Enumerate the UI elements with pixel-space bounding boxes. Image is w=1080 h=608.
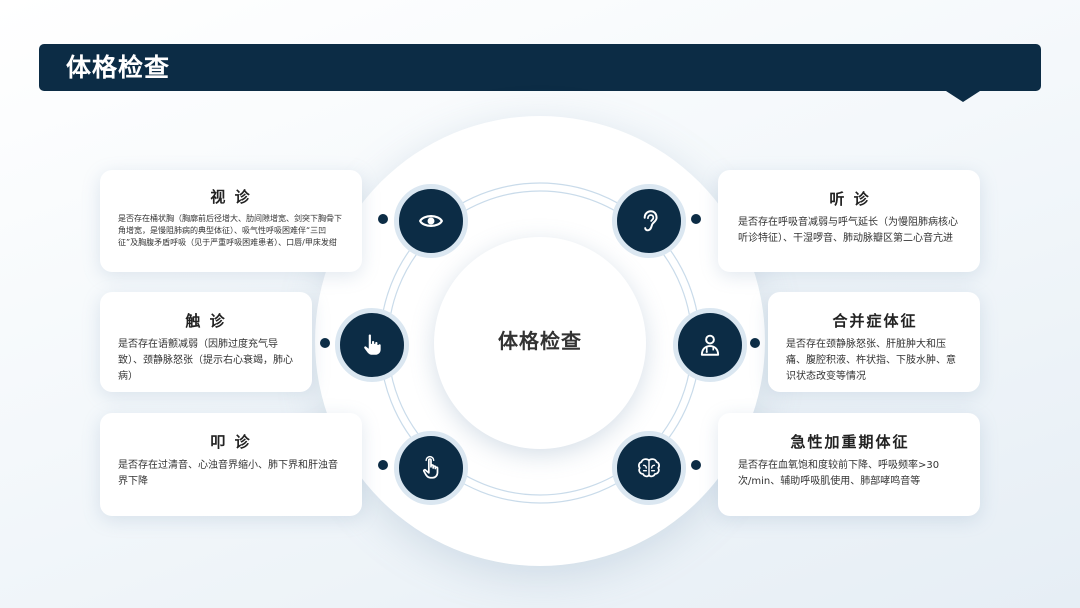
card-body: 是否存在语颤减弱（因肺过度充气导致）、颈静脉怒张（提示右心衰竭，肺心病） (118, 339, 293, 382)
center-title: 体格检查 (498, 329, 582, 353)
card-title: 急性加重期体征 (790, 433, 910, 451)
connector-dot-percussion (378, 460, 388, 470)
brain-icon (638, 458, 660, 478)
card-title: 听 诊 (829, 190, 871, 208)
connector-dot-auscultation (691, 214, 701, 224)
eye-icon (418, 215, 444, 227)
connector-dot-palpation (320, 338, 330, 348)
card-inspection: 视 诊 是否存在桶状胸（胸廓前后径增大、肋间隙增宽、剑突下胸骨下角增宽，是慢阻肺… (100, 170, 362, 272)
page-title: 体格检查 (66, 53, 171, 82)
card-percussion: 叩 诊 是否存在过清音、心浊音界缩小、肺下界和肝浊音界下降 (100, 413, 362, 516)
node-palpation (335, 308, 409, 382)
node-exacerbation (612, 431, 686, 505)
connector-dot-exacerbation (691, 460, 701, 470)
card-body: 是否存在呼吸音减弱与呼气延长（为慢阻肺病核心听诊特征）、干湿啰音、肺动脉瓣区第二… (738, 217, 958, 244)
node-auscultation (612, 184, 686, 258)
center-disc (434, 237, 646, 449)
card-body: 是否存在颈静脉怒张、肝脏肿大和压痛、腹腔积液、杵状指、下肢水肿、意识状态改变等情… (786, 339, 956, 382)
card-auscultation: 听 诊 是否存在呼吸音减弱与呼气延长（为慢阻肺病核心听诊特征）、干湿啰音、肺动脉… (718, 170, 980, 272)
connector-dot-inspection (378, 214, 388, 224)
card-exacerbation: 急性加重期体征 是否存在血氧饱和度较前下降、呼吸频率>30次/min、辅助呼吸肌… (718, 413, 980, 516)
doctor-icon (700, 334, 720, 356)
card-title: 触 诊 (185, 312, 227, 330)
connector-dot-complication (750, 338, 760, 348)
node-percussion (394, 431, 468, 505)
header-notch (946, 91, 980, 102)
header-bar (39, 44, 1041, 91)
tap-gesture-icon (422, 455, 439, 479)
card-title: 叩 诊 (210, 433, 252, 451)
card-body: 是否存在桶状胸（胸廓前后径增大、肋间隙增宽、剑突下胸骨下角增宽，是慢阻肺病的典型… (118, 214, 342, 247)
card-palpation: 触 诊 是否存在语颤减弱（因肺过度充气导致）、颈静脉怒张（提示右心衰竭，肺心病） (100, 292, 312, 392)
node-complication (673, 308, 747, 382)
card-title: 合并症体征 (832, 312, 918, 330)
card-title: 视 诊 (210, 188, 252, 206)
card-body: 是否存在血氧饱和度较前下降、呼吸频率>30次/min、辅助呼吸肌使用、肺部哮鸣音… (738, 460, 940, 487)
ear-icon (643, 210, 658, 232)
node-inspection (394, 184, 468, 258)
hand-pointer-icon (364, 334, 381, 355)
card-complication: 合并症体征 是否存在颈静脉怒张、肝脏肿大和压痛、腹腔积液、杵状指、下肢水肿、意识… (768, 292, 980, 392)
card-body: 是否存在过清音、心浊音界缩小、肺下界和肝浊音界下降 (118, 460, 338, 487)
